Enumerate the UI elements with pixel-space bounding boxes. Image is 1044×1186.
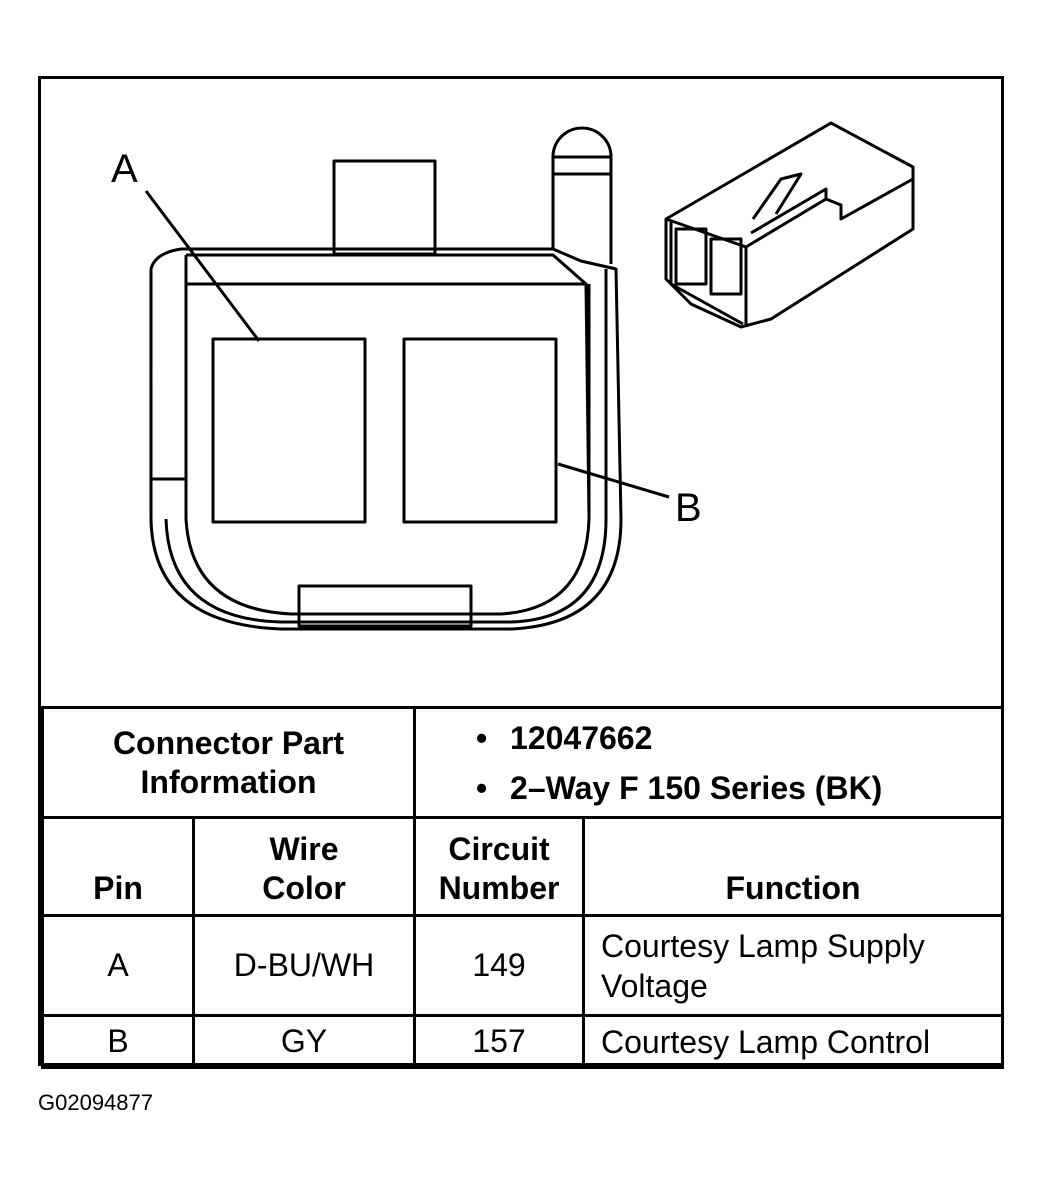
col-header-circuit-number: Circuit Number xyxy=(413,816,586,917)
circuit-number-cell: 149 xyxy=(413,914,586,1017)
col-header-circuit-line2: Number xyxy=(438,870,560,906)
table-row: B GY 157 Courtesy Lamp Control xyxy=(41,1014,1005,1069)
connector-part-values: •12047662 •2–Way F 150 Series (BK) xyxy=(413,706,1005,819)
col-header-pin: Pin xyxy=(41,816,195,917)
connector-top-tab xyxy=(332,159,437,256)
col-header-circuit-line1: Circuit xyxy=(448,831,550,867)
cavity-b xyxy=(402,337,558,524)
table-row: A D-BU/WH 149 Courtesy Lamp Supply Volta… xyxy=(41,914,1005,1017)
function-line2: Voltage xyxy=(601,967,708,1004)
col-header-wire-color: Wire Color xyxy=(191,816,417,917)
connector-drawing: A B xyxy=(111,121,915,631)
leader-line-b xyxy=(557,462,670,499)
pin-label-a: A xyxy=(111,147,138,191)
connector-latch xyxy=(551,126,613,264)
connector-part-header-line1: Connector Part xyxy=(112,724,345,761)
function-cell: Courtesy Lamp Control xyxy=(582,1014,1005,1069)
function-cell: Courtesy Lamp Supply Voltage xyxy=(582,914,1005,1017)
pin-cell: B xyxy=(41,1014,195,1069)
pin-cell: A xyxy=(41,914,195,1017)
part-number: 12047662 xyxy=(510,719,653,756)
function-line1: Courtesy Lamp Supply xyxy=(601,927,925,964)
col-header-wire-color-line2: Color xyxy=(262,870,346,906)
part-number-bullet: •12047662 xyxy=(476,719,653,756)
cavity-a xyxy=(211,337,367,524)
col-header-function: Function xyxy=(582,816,1005,917)
connector-part-header: Connector Part Information xyxy=(40,706,417,819)
connector-part-row: Connector Part Information •12047662 •2–… xyxy=(40,706,1005,819)
column-header-row: Pin Wire Color Circuit Number Function xyxy=(41,816,1005,917)
pin-label-b: B xyxy=(675,486,702,530)
wire-color-cell: D-BU/WH xyxy=(191,914,417,1017)
function-line1: Courtesy Lamp Control xyxy=(601,1023,931,1060)
circuit-number-cell: 157 xyxy=(413,1014,586,1069)
connector-isometric-view xyxy=(664,121,915,329)
connector-info-table: Connector Part Information •12047662 •2–… xyxy=(40,706,1005,1069)
connector-body xyxy=(149,247,623,631)
figure-id: G02094877 xyxy=(38,1090,153,1115)
col-header-function-text: Function xyxy=(725,870,861,906)
series-bullet: •2–Way F 150 Series (BK) xyxy=(476,769,883,806)
col-header-pin-text: Pin xyxy=(93,870,143,906)
wire-color-cell: GY xyxy=(191,1014,417,1069)
connector-figure-frame: A B Connector Part Information •12047662… xyxy=(38,76,1005,1069)
col-header-wire-color-line1: Wire xyxy=(269,831,339,867)
connector-series: 2–Way F 150 Series (BK) xyxy=(510,769,883,806)
leader-line-a xyxy=(144,190,261,342)
connector-part-header-line2: Information xyxy=(140,763,317,800)
